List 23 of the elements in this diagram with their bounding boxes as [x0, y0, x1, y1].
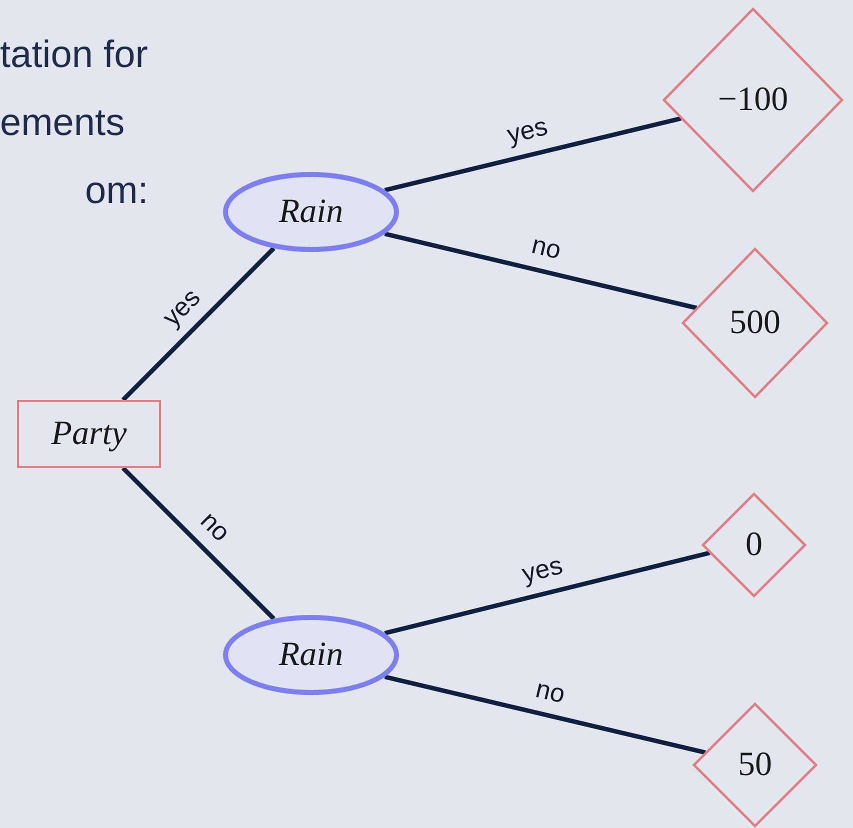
branch-line — [121, 466, 276, 620]
branch-line — [384, 674, 706, 755]
node-label: Party — [51, 415, 127, 453]
outcome-diamond — [682, 248, 828, 398]
outcome-diamond — [693, 703, 817, 827]
branch-line — [121, 246, 276, 402]
node-label: 0 — [746, 526, 762, 564]
outcome-diamond — [663, 8, 843, 192]
chance-ellipse — [223, 172, 399, 252]
node-label: 50 — [738, 746, 772, 784]
body-text: tation for — [0, 36, 148, 74]
branch-line — [384, 232, 698, 310]
body-text: ements — [0, 104, 125, 142]
branch-line — [384, 550, 710, 636]
node-label: Rain — [278, 193, 344, 231]
branch-line — [384, 116, 682, 192]
node-label: 500 — [730, 304, 780, 342]
node-label: Rain — [278, 636, 344, 674]
body-text: om: — [85, 172, 148, 210]
node-label: −100 — [718, 81, 788, 119]
chance-ellipse — [223, 615, 399, 695]
decision-box — [17, 400, 161, 468]
outcome-diamond — [702, 493, 806, 597]
